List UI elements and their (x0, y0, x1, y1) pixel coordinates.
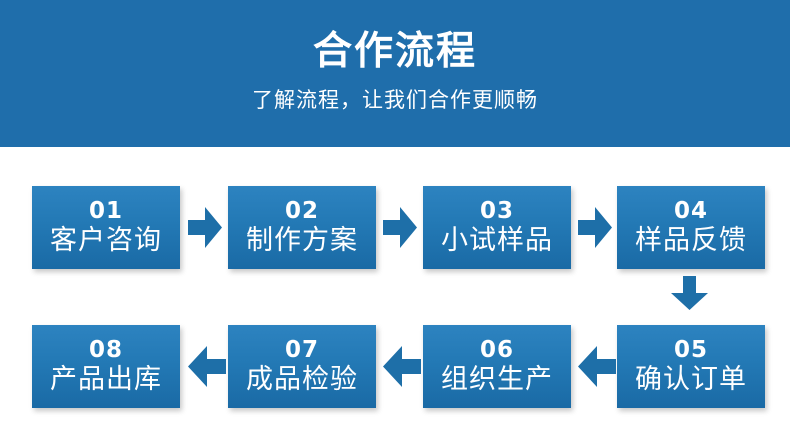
flow-step-label: 组织生产 (441, 363, 553, 395)
flow-step-04[interactable]: 04 样品反馈 (617, 186, 765, 269)
flow-step-label: 样品反馈 (635, 224, 747, 256)
flow-step-number: 04 (673, 197, 708, 224)
flow-step-number: 05 (673, 336, 708, 363)
flow-step-02[interactable]: 02 制作方案 (228, 186, 376, 269)
flow-step-06[interactable]: 06 组织生产 (423, 325, 571, 408)
flow-step-number: 06 (479, 336, 514, 363)
flow-step-07[interactable]: 07 成品检验 (228, 325, 376, 408)
flow-step-01[interactable]: 01 客户咨询 (32, 186, 180, 269)
flow-step-label: 成品检验 (246, 363, 358, 395)
flow-step-number: 07 (284, 336, 319, 363)
flow-step-05[interactable]: 05 确认订单 (617, 325, 765, 408)
flow-step-label: 客户咨询 (50, 224, 162, 256)
flow-step-number: 03 (479, 197, 514, 224)
flow-step-03[interactable]: 03 小试样品 (423, 186, 571, 269)
page-subtitle: 了解流程，让我们合作更顺畅 (252, 88, 538, 112)
arrow-right-icon (578, 207, 612, 248)
flow-step-label: 确认订单 (635, 363, 747, 395)
arrow-left-icon (188, 346, 226, 387)
flow-step-number: 02 (284, 197, 319, 224)
flow-step-number: 08 (88, 336, 123, 363)
arrow-down-icon (671, 276, 708, 310)
flow-step-label: 制作方案 (246, 224, 358, 256)
flow-step-label: 小试样品 (441, 224, 553, 256)
flow-step-number: 01 (88, 197, 123, 224)
arrow-left-icon (578, 346, 616, 387)
flow-step-label: 产品出库 (50, 363, 162, 395)
arrow-left-icon (383, 346, 421, 387)
arrow-right-icon (383, 207, 417, 248)
page-title: 合作流程 (312, 29, 477, 74)
arrow-right-icon (188, 207, 222, 248)
header-banner: 合作流程 了解流程，让我们合作更顺畅 (0, 0, 790, 147)
flow-step-08[interactable]: 08 产品出库 (32, 325, 180, 408)
